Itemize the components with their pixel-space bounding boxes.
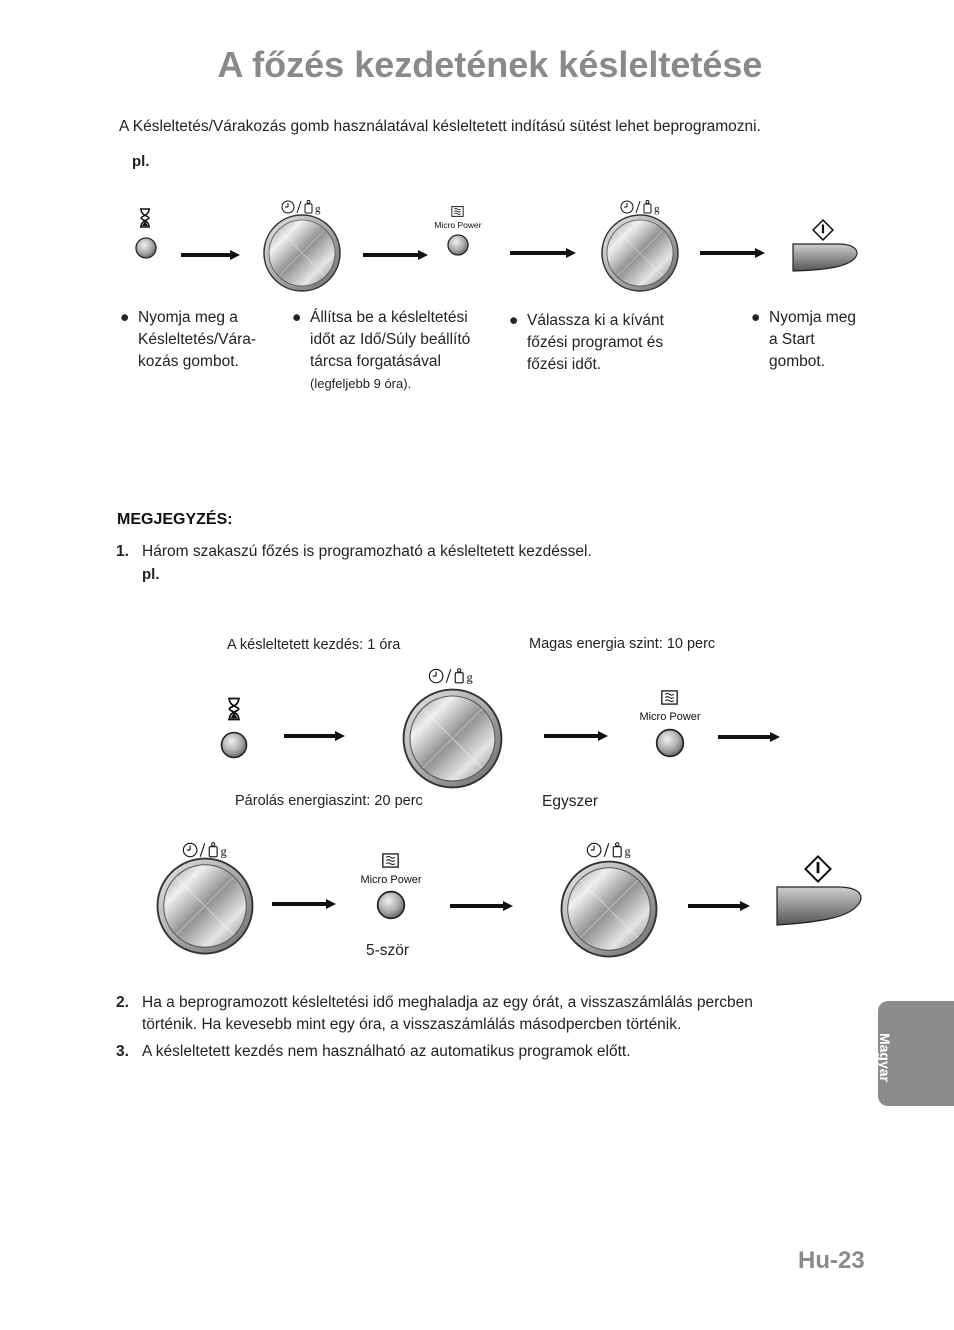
time-weight-icon — [428, 668, 474, 685]
note-item-2: 2. Ha a beprogramozott késleltetési idő … — [116, 994, 753, 1033]
microwave-icon — [451, 206, 464, 217]
time-weight-dial — [263, 214, 341, 292]
delay-button — [220, 731, 248, 759]
time-weight-icon — [586, 842, 632, 859]
start-icon — [812, 219, 834, 241]
time-weight-dial — [156, 857, 254, 955]
high-power-caption: Magas energia szint: 10 perc — [529, 636, 716, 652]
example-label: pl. — [132, 153, 150, 170]
note-item-1: 1.Három szakaszú főzés is programozható … — [116, 543, 592, 560]
steam-caption: Párolás energiaszint: 20 perc — [235, 793, 423, 809]
time-weight-dial — [560, 860, 658, 958]
micro-power-label: Micro Power — [360, 874, 421, 886]
microwave-icon — [382, 853, 399, 868]
start-button — [792, 243, 858, 272]
time-weight-icon — [281, 200, 322, 215]
start-icon — [804, 855, 832, 883]
language-tab: Magyar — [877, 1001, 954, 1106]
microwave-icon — [661, 690, 678, 705]
time-weight-dial — [402, 688, 503, 789]
time-weight-icon — [182, 842, 228, 859]
page-title: A főzés kezdetének késleltetése — [217, 44, 763, 85]
hourglass-icon — [139, 208, 151, 228]
note-item-3: 3.A késleltetett kezdés nem használható … — [116, 1043, 631, 1060]
micro-power-label: Micro Power — [434, 220, 481, 230]
once-caption: Egyszer — [542, 793, 598, 810]
note-example-label: pl. — [142, 566, 160, 583]
micro-power-button — [376, 890, 406, 920]
time-weight-dial — [601, 214, 679, 292]
page-number: Hu-23 — [798, 1247, 865, 1274]
note-heading: MEGJEGYZÉS: — [117, 511, 233, 528]
time-weight-icon — [620, 200, 661, 215]
five-times-caption: 5-ször — [366, 942, 410, 959]
start-button — [776, 886, 862, 926]
micro-power-button — [655, 728, 685, 758]
intro-text: A Késleltetés/Várakozás gomb használatáv… — [119, 118, 761, 135]
micro-power-button — [447, 234, 469, 256]
micro-power-label: Micro Power — [639, 711, 700, 723]
delay-caption: A késleltetett kezdés: 1 óra — [227, 637, 401, 653]
hourglass-icon — [227, 697, 241, 721]
delay-button — [135, 237, 157, 259]
